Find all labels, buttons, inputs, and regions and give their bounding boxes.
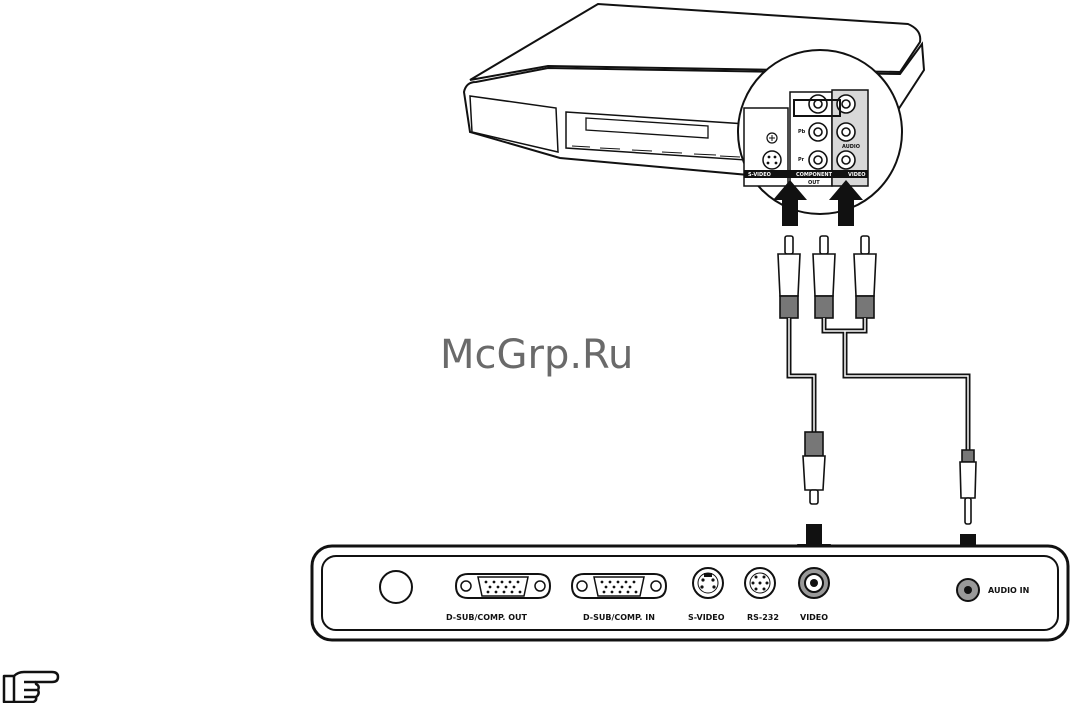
label-s-video: S-VIDEO — [748, 172, 771, 178]
video-cable — [789, 318, 814, 432]
label-pb: Pb — [798, 129, 806, 135]
watermark: McGrp.Ru — [440, 332, 633, 378]
dsub-comp-in-port — [572, 574, 666, 598]
video-port — [799, 568, 829, 598]
label-component: COMPONENT — [796, 172, 833, 178]
mini-jack-audio-bottom — [960, 450, 976, 524]
dvd-player: S-VIDEO COMPONENT VIDEO OUT AUDIO Pb Pr — [464, 4, 924, 214]
rs-232-port — [745, 568, 775, 598]
label-dsub-comp-in: D-SUB/COMP. IN — [583, 613, 655, 622]
label-video: VIDEO — [848, 172, 866, 178]
label-pr: Pr — [798, 157, 805, 163]
label-out: OUT — [808, 180, 820, 186]
rca-plug-video-top — [778, 236, 800, 318]
label-dsub-comp-out: D-SUB/COMP. OUT — [446, 613, 528, 622]
rca-plug-video-bottom — [803, 432, 825, 504]
dsub-comp-out-port — [456, 574, 550, 598]
pointing-hand-icon — [4, 672, 58, 702]
s-video-port — [693, 568, 723, 598]
label-s-video: S-VIDEO — [688, 613, 725, 622]
rca-plug-audio-left-top — [813, 236, 835, 318]
audio-in-port — [957, 579, 979, 601]
audio-cable-core — [824, 318, 968, 450]
label-audio: AUDIO — [842, 144, 860, 150]
projector-panel: D-SUB/COMP. OUT D-SUB/COMP. IN S-VIDEO R… — [312, 546, 1068, 640]
label-video: VIDEO — [800, 613, 828, 622]
label-rs-232: RS-232 — [747, 613, 779, 622]
round-port-icon — [380, 571, 412, 603]
label-audio-in: AUDIO IN — [988, 586, 1029, 595]
rca-plug-audio-right-top — [854, 236, 876, 318]
